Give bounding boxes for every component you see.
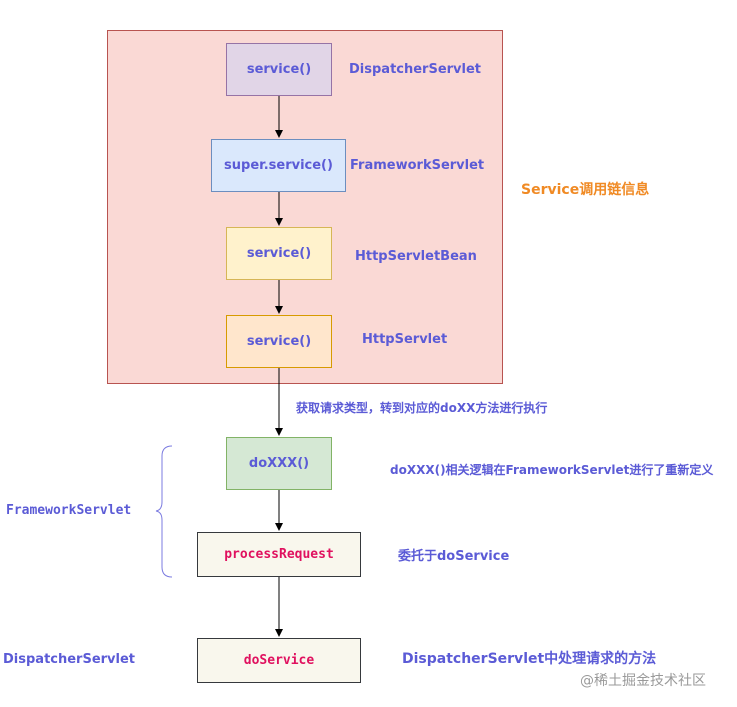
left-framework-servlet-label: FrameworkServlet [6,503,132,518]
http-servlet-label: HttpServlet [362,332,448,347]
edge-note-label: 获取请求类型，转到对应的doXX方法进行执行 [296,401,548,415]
group-title: Service调用链信息 [521,182,650,198]
framework-servlet-label: FrameworkServlet [350,158,485,173]
do-service-note-label: DispatcherServlet中处理请求的方法 [402,651,657,667]
framework-super-service-node: super.service() [211,139,346,192]
do-service-node: doService [197,638,361,683]
left-dispatcher-servlet-label: DispatcherServlet [3,652,136,667]
doxxx-note-label: doXXX()相关逻辑在FrameworkServlet进行了重新定义 [390,463,714,477]
http-servlet-bean-label: HttpServletBean [355,249,477,264]
dispatcher-servlet-label: DispatcherServlet [349,62,482,77]
framework-servlet-brace [155,445,173,578]
dispatcher-service-node: service() [226,43,332,96]
watermark: @稀土掘金技术社区 [580,673,706,689]
process-request-note-label: 委托于doService [398,549,510,564]
httpservlet-service-node: service() [226,315,332,368]
doxxx-node: doXXX() [226,437,332,490]
process-request-node: processRequest [197,532,361,577]
httpservletbean-service-node: service() [226,227,332,280]
